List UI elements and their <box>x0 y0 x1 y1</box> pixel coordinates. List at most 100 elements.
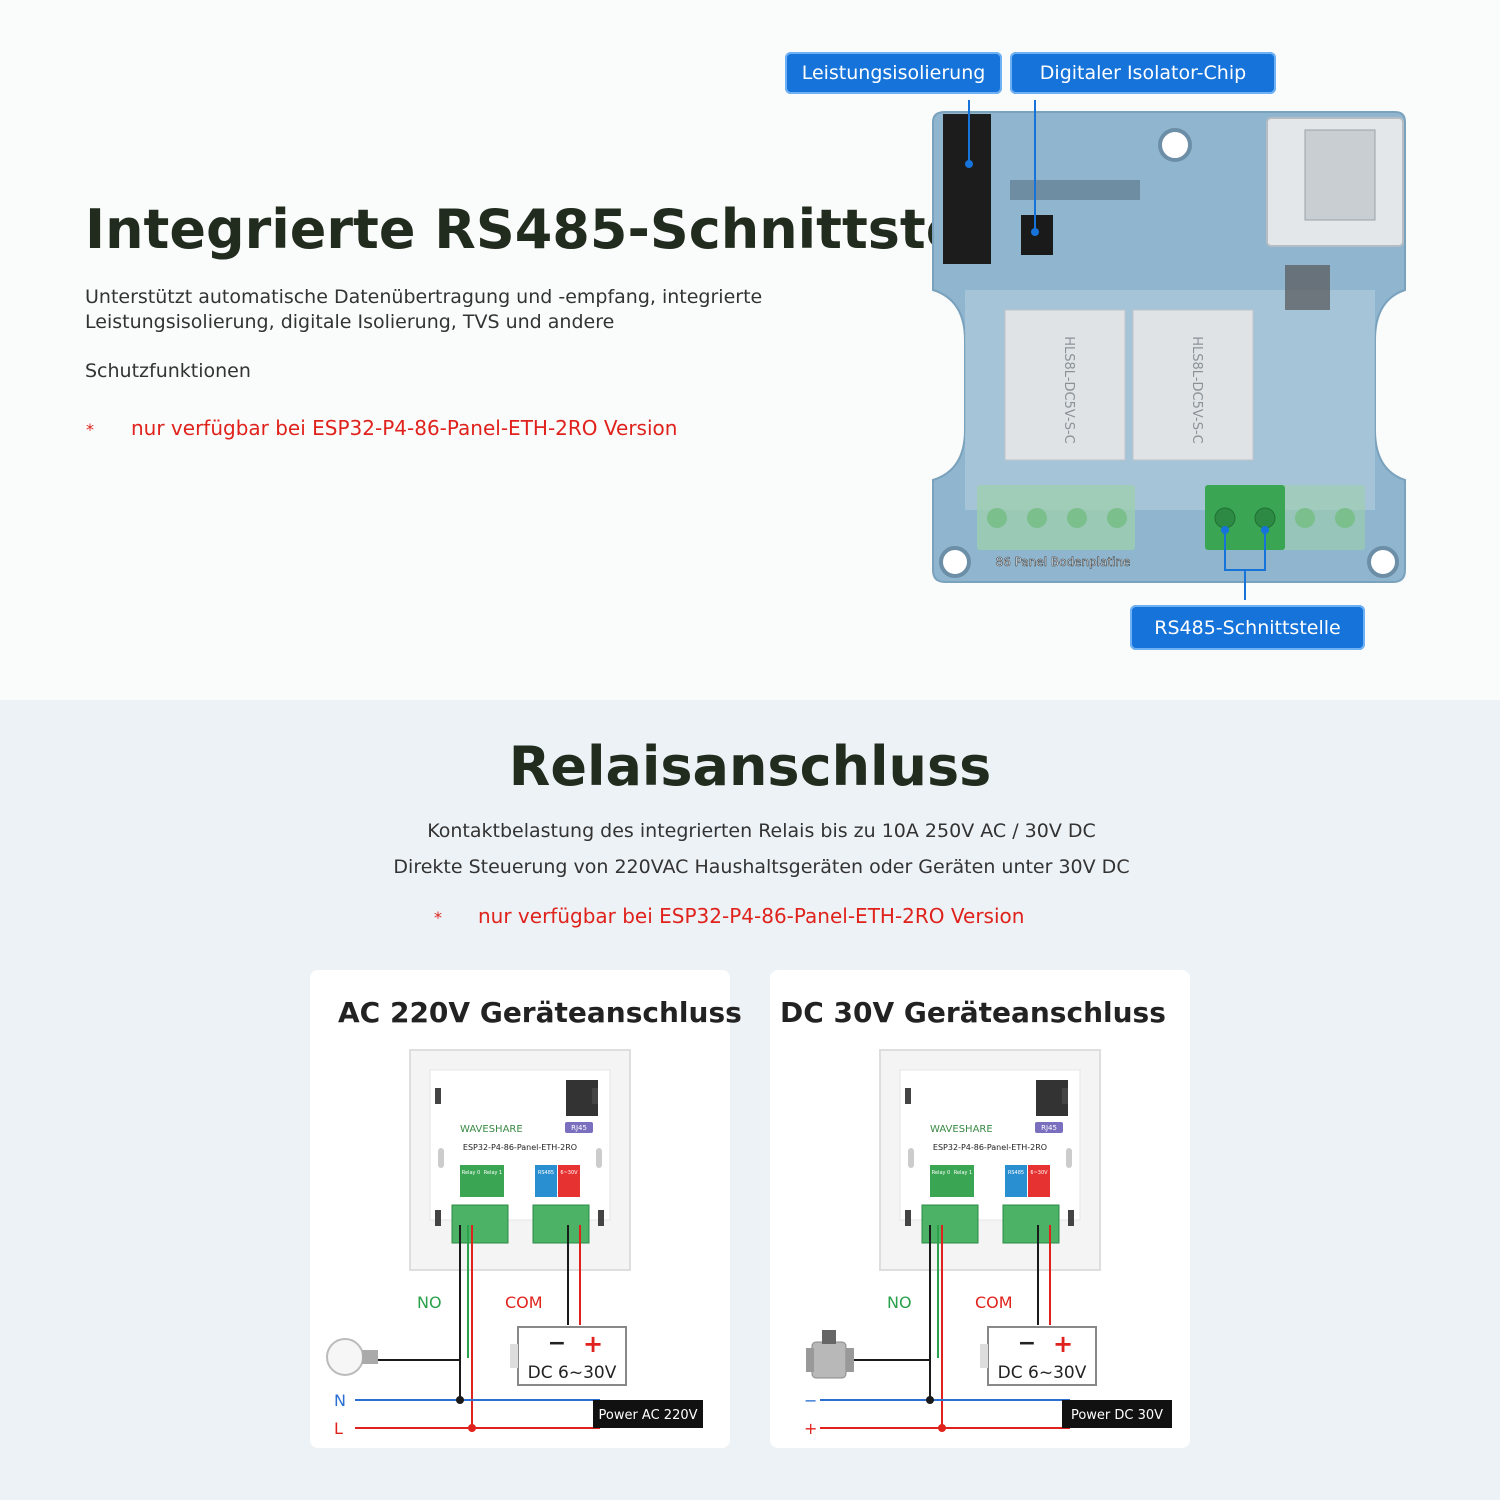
rs485-badge <box>1005 1165 1027 1197</box>
junction-dot <box>926 1396 934 1404</box>
supply-plus: + <box>583 1330 603 1358</box>
mounting-hole <box>1158 128 1192 162</box>
supply-plus: + <box>1053 1330 1073 1358</box>
no-label: NO <box>887 1293 912 1312</box>
model-label: ESP32-P4-86-Panel-ETH-2RO <box>463 1143 577 1152</box>
callout-rs485: RS485-Schnittstelle <box>1130 605 1365 650</box>
brand-label: WAVESHARE <box>460 1124 523 1135</box>
supply-label: DC 6~30V <box>998 1363 1087 1383</box>
leader-dot <box>1031 228 1039 236</box>
wiring-diagram-dc: WAVESHARE RJ45 ESP32-P4-86-Panel-ETH-2RO… <box>804 1049 1172 1438</box>
relay-terminal <box>451 1204 509 1244</box>
availability-note: nur verfügbar bei ESP32-P4-86-Panel-ETH-… <box>478 904 1025 928</box>
line-minus-label: − <box>804 1391 817 1410</box>
valve-icon <box>811 1341 847 1379</box>
relay-section: Relaisanschluss Kontaktbelastung des int… <box>0 700 1500 1500</box>
supply-minus: − <box>548 1331 566 1356</box>
rs485-label: RS485 <box>538 1170 554 1176</box>
rj45-label: RJ45 <box>571 1124 587 1132</box>
mount-slot <box>435 1210 441 1226</box>
relay1-label: Relay 1 <box>954 1170 973 1176</box>
line-plus-label: + <box>804 1419 817 1438</box>
screw <box>1335 508 1355 528</box>
desc-line-2: Leistungsisolierung, digitale Isolierung… <box>85 311 615 333</box>
mount-slot <box>908 1148 914 1168</box>
screw <box>1295 508 1315 528</box>
line-n-label: N <box>334 1391 346 1410</box>
mount-slot <box>1066 1148 1072 1168</box>
com-label: COM <box>505 1293 543 1312</box>
power-badge <box>558 1165 580 1197</box>
junction-dot <box>938 1424 946 1432</box>
availability-note: nur verfügbar bei ESP32-P4-86-Panel-ETH-… <box>131 416 678 440</box>
leader-dot <box>965 160 973 168</box>
power-label-box <box>593 1400 703 1428</box>
screw <box>1214 507 1236 529</box>
mount-slot <box>592 1088 598 1104</box>
relay-1 <box>1132 309 1254 461</box>
supply-label: DC 6~30V <box>528 1363 617 1383</box>
relay-spec-line-2: Direkte Steuerung von 220VAC Haushaltsge… <box>393 856 1130 878</box>
rs485-badge <box>535 1165 557 1197</box>
bulb-base <box>362 1350 378 1364</box>
valve-inlet <box>806 1348 814 1372</box>
mount-slot <box>1062 1088 1068 1104</box>
relay-spec-line-1: Kontaktbelastung des integrierten Relais… <box>427 820 1096 842</box>
relay-badge <box>930 1165 974 1197</box>
desc-line-3: Schutzfunktionen <box>85 360 251 382</box>
ethernet-port <box>1304 129 1376 221</box>
rj45-badge <box>1035 1122 1063 1133</box>
rs485-description: Unterstützt automatische Datenübertragun… <box>85 285 762 384</box>
screw <box>1067 508 1087 528</box>
supply-minus: − <box>1018 1331 1036 1356</box>
junction-dot <box>468 1424 476 1432</box>
com-label: COM <box>975 1293 1013 1312</box>
mounting-hole <box>939 546 971 578</box>
mount-slot <box>905 1088 911 1104</box>
brand-label: WAVESHARE <box>930 1124 993 1135</box>
model-label: ESP32-P4-86-Panel-ETH-2RO <box>933 1143 1047 1152</box>
line-l-label: L <box>334 1419 343 1438</box>
supply-tab <box>980 1344 988 1368</box>
rj45-badge <box>565 1122 593 1133</box>
relay-0 <box>1004 309 1126 461</box>
desc-line-1: Unterstützt automatische Datenübertragun… <box>85 286 763 308</box>
screw <box>1254 507 1276 529</box>
dc-supply-box <box>987 1326 1097 1386</box>
mount-slot <box>438 1148 444 1168</box>
mount-slot <box>1068 1210 1074 1226</box>
callout-digital-isolator: Digitaler Isolator-Chip <box>1010 52 1276 94</box>
relay-badge <box>460 1165 504 1197</box>
mount-slot <box>598 1210 604 1226</box>
board-label: 86 Panel Bodenplatine <box>996 555 1131 569</box>
screw <box>1107 508 1127 528</box>
no-label: NO <box>417 1293 442 1312</box>
supply-tab <box>510 1344 518 1368</box>
card-ac-220v: AC 220V Geräteanschluss WAVESHARE RJ45 E… <box>310 970 742 1448</box>
v630-label: 6~30V <box>560 1170 578 1176</box>
relay1-label: Relay 1 <box>484 1170 503 1176</box>
mounting-hole <box>1367 546 1399 578</box>
card-title: AC 220V Geräteanschluss <box>338 996 742 1029</box>
relay-terminal <box>921 1204 979 1244</box>
board-illustration: HLS8L-DC5V-S-C HLS8L-DC5V-S-C 86 Panel B… <box>932 100 1406 600</box>
power-badge <box>1028 1165 1050 1197</box>
screw <box>1027 508 1047 528</box>
power-label: Power DC 30V <box>1071 1408 1163 1423</box>
note-marker: * <box>434 908 442 927</box>
section-title-relay: Relaisanschluss <box>508 735 992 798</box>
mount-slot <box>596 1148 602 1168</box>
relay-0-text: HLS8L-DC5V-S-C <box>1061 336 1076 443</box>
wiring-diagram-ac: WAVESHARE RJ45 ESP32-P4-86-Panel-ETH-2RO… <box>326 1049 703 1438</box>
card-title: DC 30V Geräteanschluss <box>780 996 1166 1029</box>
section-title-rs485: Integrierte RS485-Schnittstelle <box>85 198 1037 261</box>
rj45-label: RJ45 <box>1041 1124 1057 1132</box>
junction-dot <box>456 1396 464 1404</box>
callout-power-isolation: Leistungsisolierung <box>785 52 1002 94</box>
card-dc-30v: DC 30V Geräteanschluss WAVESHARE RJ45 ES… <box>770 970 1190 1448</box>
relay-terminal-block <box>977 485 1135 550</box>
inductor <box>1285 265 1330 310</box>
valve-coil <box>822 1330 836 1344</box>
mount-slot <box>905 1210 911 1226</box>
valve-outlet <box>846 1348 854 1372</box>
